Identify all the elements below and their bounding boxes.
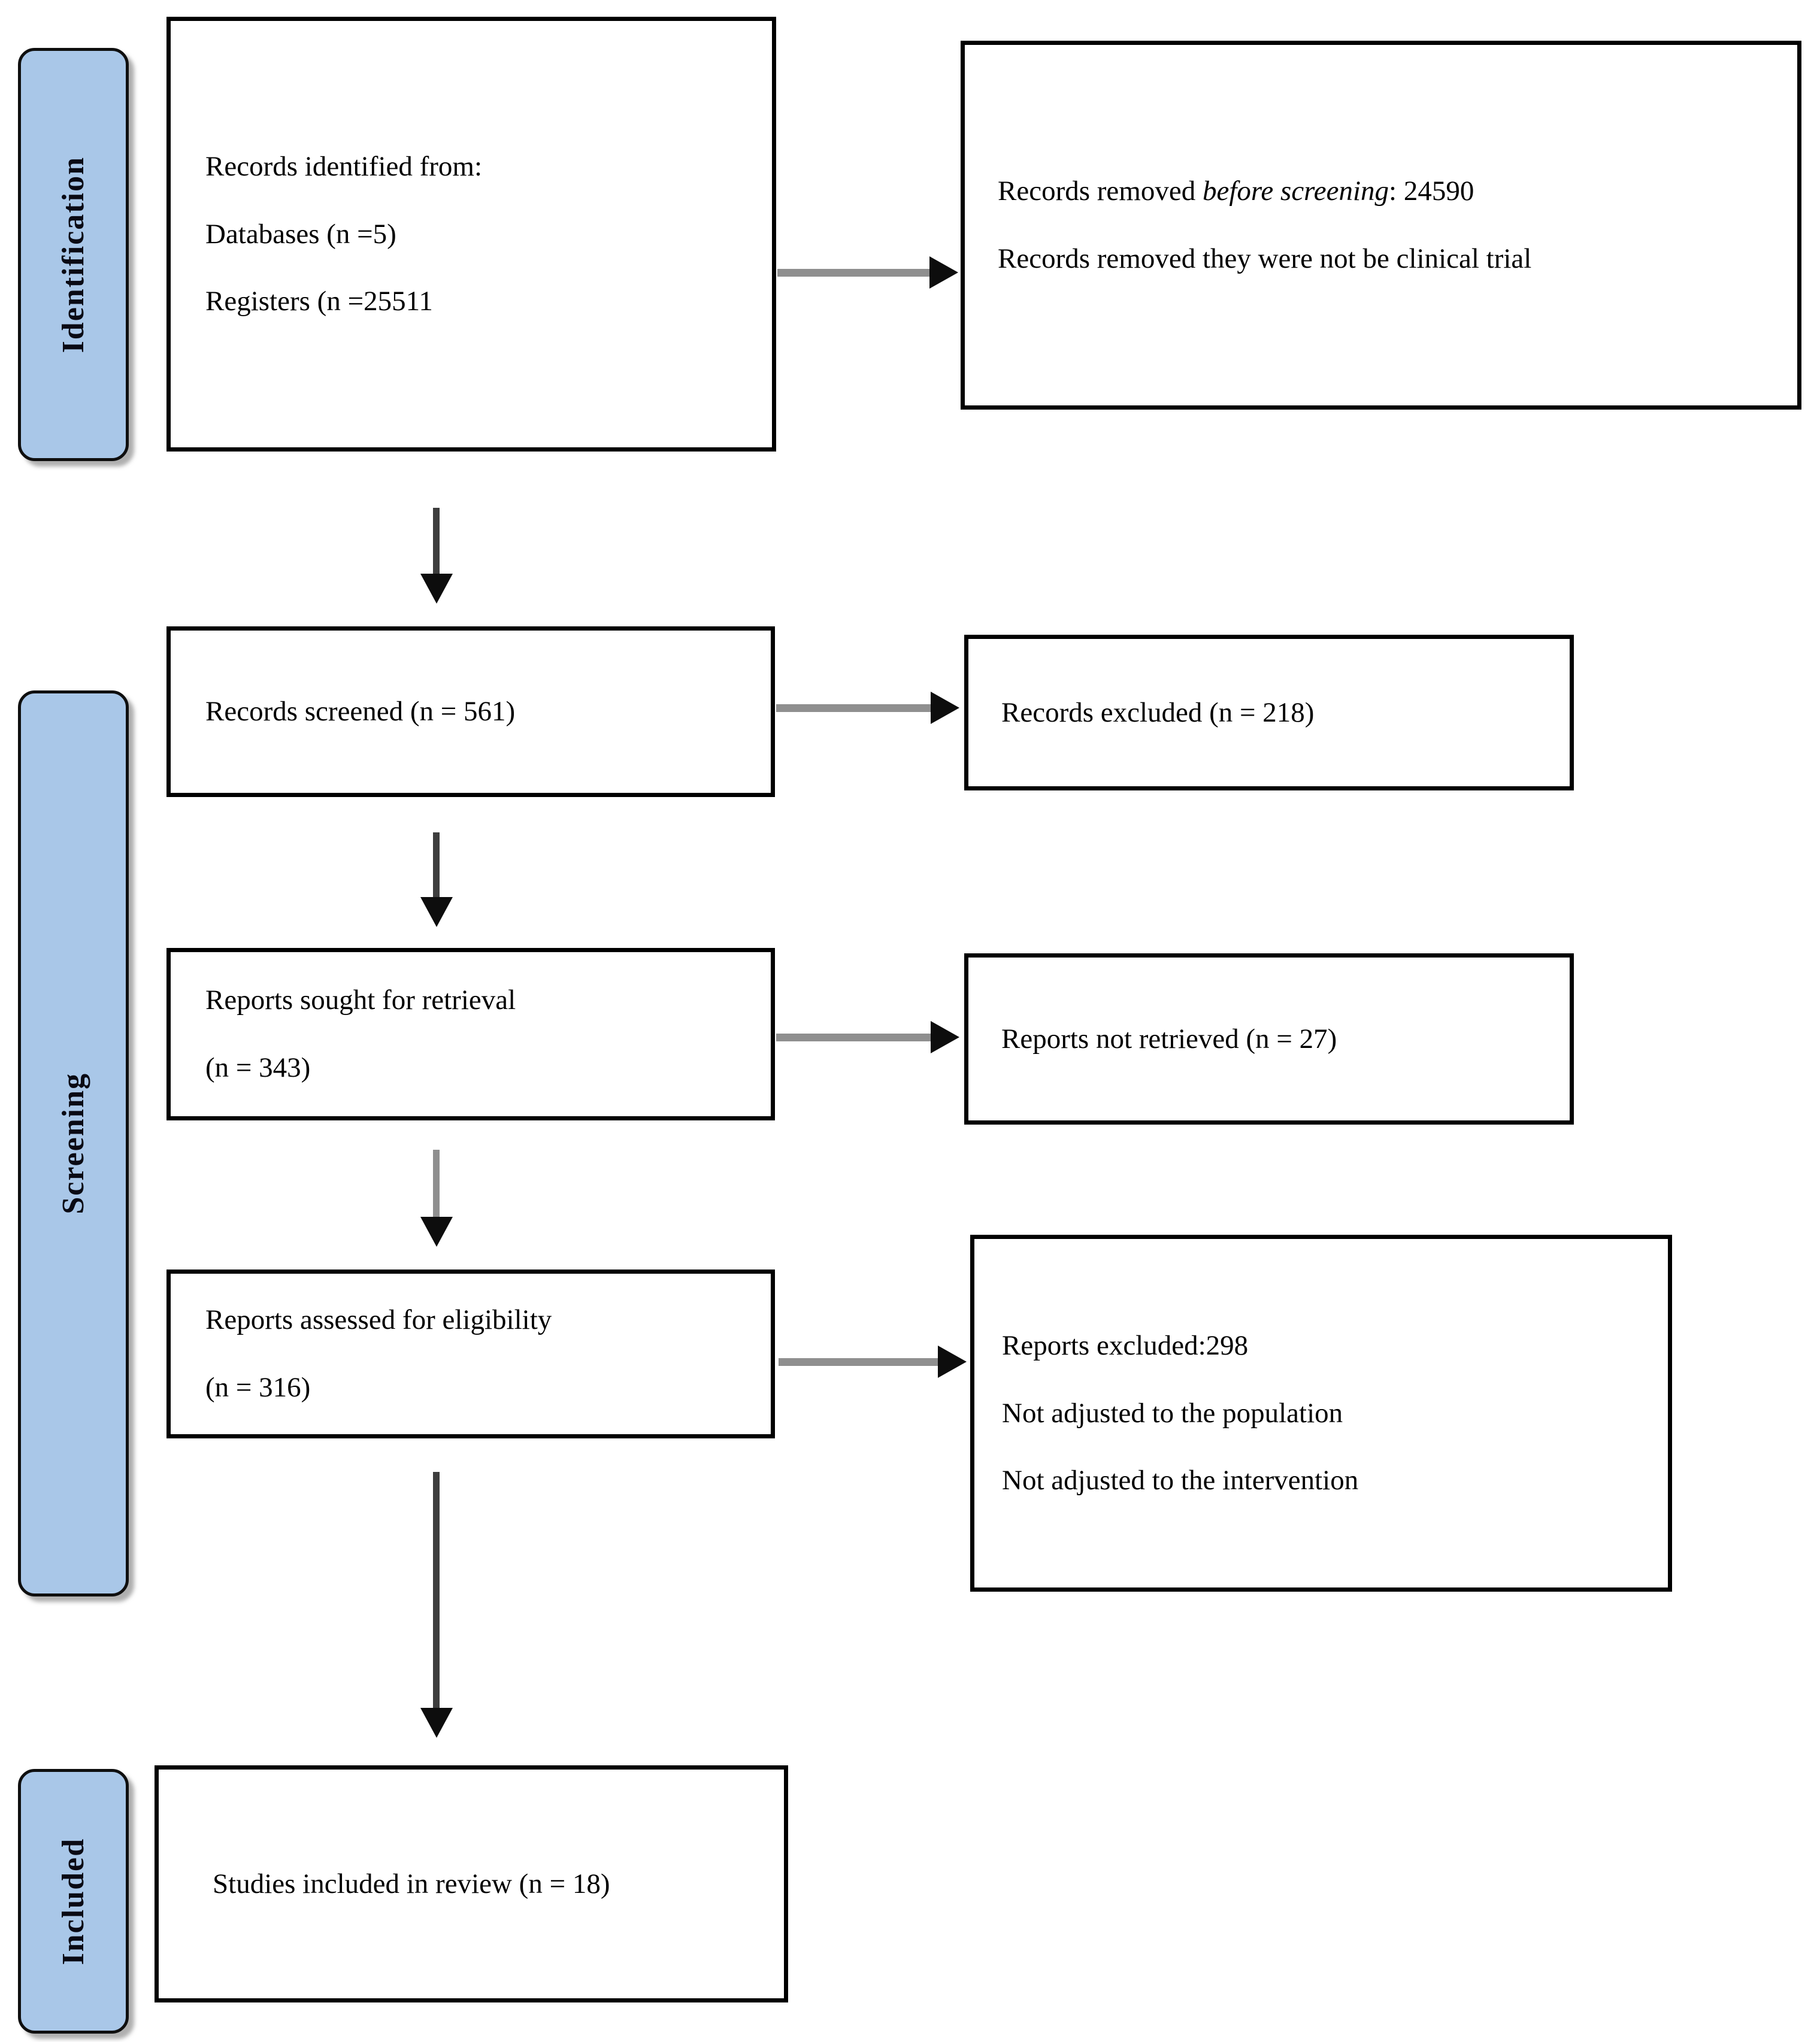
reports-excluded-line-2: Not adjusted to the population xyxy=(1002,1397,1343,1429)
reports-assessed-line-2: (n = 316) xyxy=(205,1372,311,1403)
box-reports-assessed: Reports assessed for eligibility (n = 31… xyxy=(166,1270,775,1438)
stage-identification: Identification xyxy=(18,48,129,461)
box-studies-included: Studies included in review (n = 18) xyxy=(155,1765,788,2002)
arrow-shaft xyxy=(433,1472,440,1710)
records-identified-line-2: Databases (n =5) xyxy=(205,218,396,250)
records-identified-line-3: Registers (n =25511 xyxy=(205,286,433,317)
reports-excluded-line-3: Not adjusted to the intervention xyxy=(1002,1465,1359,1496)
records-screened-text: Records screened (n = 561) xyxy=(205,696,516,728)
box-records-removed: Records removed before screening: 24590 … xyxy=(961,41,1801,410)
arrow-head-icon xyxy=(420,1217,453,1247)
reports-assessed-line-1: Reports assessed for eligibility xyxy=(205,1304,552,1336)
arrow-head-icon xyxy=(931,692,959,724)
arrow-shaft xyxy=(776,1034,933,1041)
stage-included-label: Included xyxy=(56,1837,90,1965)
studies-included-text: Studies included in review (n = 18) xyxy=(213,1868,610,1899)
arrow-shaft xyxy=(776,704,933,712)
reports-sought-line-1: Reports sought for retrieval xyxy=(205,984,516,1016)
reports-excluded-line-1: Reports excluded:298 xyxy=(1002,1329,1249,1361)
records-removed-line-2: Records removed they were not be clinica… xyxy=(998,243,1532,274)
stage-screening-label: Screening xyxy=(56,1072,90,1214)
arrow-shaft xyxy=(433,508,440,576)
reports-not-retrieved-text: Reports not retrieved (n = 27) xyxy=(1001,1023,1337,1055)
records-excluded-text: Records excluded (n = 218) xyxy=(1001,696,1315,728)
records-removed-line-1: Records removed before screening: 24590 xyxy=(998,157,1474,225)
box-reports-not-retrieved: Reports not retrieved (n = 27) xyxy=(964,953,1574,1125)
arrow-head-icon xyxy=(931,1021,959,1053)
records-removed-line-1-prefix: Records removed xyxy=(998,175,1203,207)
stage-identification-label: Identification xyxy=(56,156,90,353)
box-records-excluded: Records excluded (n = 218) xyxy=(964,635,1574,790)
arrow-shaft xyxy=(779,1358,940,1366)
reports-sought-line-2: (n = 343) xyxy=(205,1052,311,1083)
records-identified-line-1: Records identified from: xyxy=(205,150,483,182)
arrow-head-icon xyxy=(420,1708,453,1738)
arrow-shaft xyxy=(433,832,440,899)
arrow-head-icon xyxy=(929,256,958,289)
stage-screening: Screening xyxy=(18,690,129,1596)
box-reports-sought: Reports sought for retrieval (n = 343) xyxy=(166,948,775,1120)
records-removed-line-1-italic: before screening xyxy=(1202,175,1389,207)
records-removed-line-1-suffix: : 24590 xyxy=(1389,175,1474,207)
box-records-identified: Records identified from: Databases (n =5… xyxy=(166,17,776,452)
box-records-screened: Records screened (n = 561) xyxy=(166,626,775,797)
box-reports-excluded: Reports excluded:298 Not adjusted to the… xyxy=(970,1235,1672,1592)
stage-included: Included xyxy=(18,1769,129,2034)
arrow-shaft xyxy=(433,1150,440,1219)
arrow-head-icon xyxy=(420,574,453,604)
arrow-head-icon xyxy=(420,897,453,927)
arrow-shaft xyxy=(777,269,932,277)
arrow-head-icon xyxy=(938,1346,967,1378)
